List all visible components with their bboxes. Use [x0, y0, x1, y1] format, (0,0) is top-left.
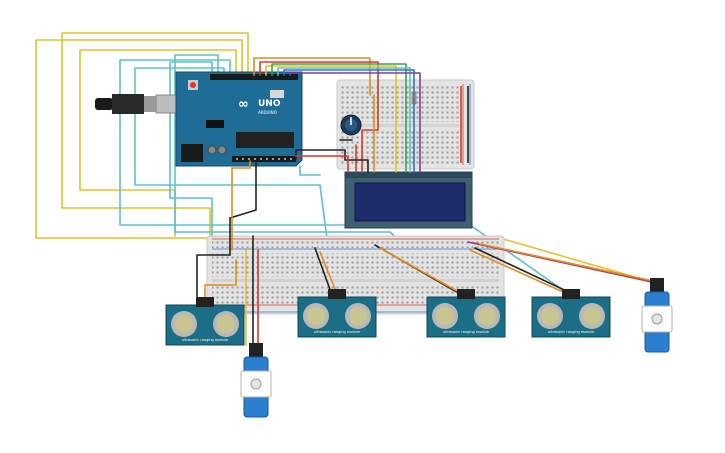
ultrasonic-sensor-4: ultrasonic ranging module: [531, 289, 611, 338]
usb-cable: [95, 94, 181, 114]
ultrasonic-sensor-3: ultrasonic ranging module: [426, 289, 506, 338]
arduino-logo: ∞: [238, 97, 249, 112]
potentiometer[interactable]: [340, 114, 362, 136]
sensor-caption: ultrasonic ranging module: [443, 330, 489, 334]
sensor-caption: ultrasonic ranging module: [548, 330, 594, 334]
arduino-model-label: UNO: [258, 99, 281, 109]
sensor-caption: ultrasonic ranging module: [182, 338, 228, 342]
wires-front: [196, 57, 659, 347]
arduino-uno-board: ∞ UNO ARDUINO: [95, 71, 303, 167]
ultrasonic-sensor-1: ultrasonic ranging module: [165, 297, 245, 346]
main-breadboard: [206, 235, 505, 315]
servo-motor-2: [641, 278, 673, 353]
sensor-caption: ultrasonic ranging module: [314, 330, 360, 334]
lcd-16x2: [344, 171, 473, 229]
servo-motor-1: [240, 343, 272, 418]
ultrasonic-sensor-2: ultrasonic ranging module: [297, 289, 377, 338]
arduino-brand-label: ARDUINO: [258, 110, 277, 115]
